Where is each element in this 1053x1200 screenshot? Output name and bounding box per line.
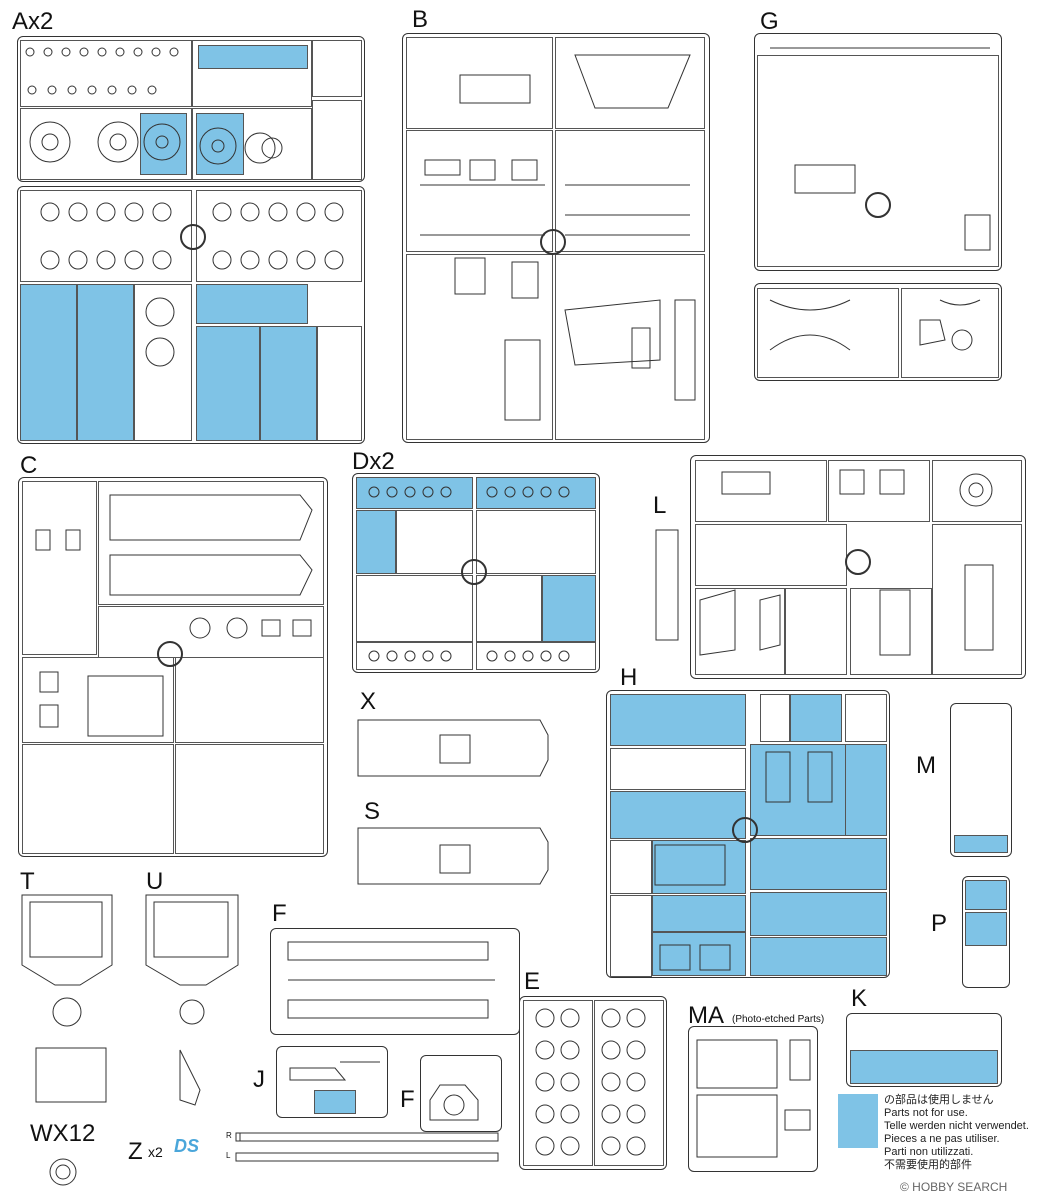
notice-line: Pieces a ne pas utiliser. [884,1133,1000,1145]
sprue-a-road-wheels [40,202,344,367]
label-m: M [916,752,936,779]
label-z: Z [128,1138,143,1165]
label-f-small: F [400,1086,415,1113]
sprue-b-parts [420,54,696,421]
sprue-h-parts [654,751,833,971]
chassis-x [357,719,549,885]
label-ma: MA [688,1002,724,1029]
label-u: U [146,868,164,895]
label-ax2: Ax2 [12,8,54,35]
label-z-mult: x2 [148,1144,163,1160]
label-dx2: Dx2 [352,448,395,475]
notice-line: Parti non utilizzati. [884,1146,974,1158]
label-e: E [524,968,541,995]
notice-line: 不需要使用的部件 [884,1159,972,1171]
label-f-top: F [272,900,287,927]
track-links [235,1132,499,1162]
label-s: S [364,798,381,825]
unused-swatch [838,1094,878,1148]
label-ma-note: (Photo-etched Parts) [732,1014,825,1025]
label-g: G [760,8,779,35]
part-wx12 [49,1158,77,1186]
sprue-e-parts [535,1008,646,1156]
notice-line: Telle werden nicht verwendet. [884,1120,1029,1132]
part-u [145,894,239,1106]
sprue-a-top-wheels [25,47,179,95]
sprue-d-parts [368,486,570,662]
notice-line: の部品は使用しません [884,1094,994,1106]
label-b: B [412,6,429,33]
watermark: © HOBBY SEARCH [900,1180,1008,1194]
sprue-j-parts [289,1061,380,1081]
ds-logo: DS [174,1136,200,1156]
label-c: C [20,452,38,479]
label-p: P [931,910,948,937]
label-track-r: R [226,1131,232,1140]
sprue-f-small-parts [429,1084,479,1121]
label-l: L [653,492,667,519]
label-track-l: L [226,1151,231,1160]
label-j: J [253,1066,265,1093]
notice-line: Parts not for use. [884,1107,968,1119]
sprue-l-parts [655,469,994,656]
sprue-c-parts [35,494,313,737]
label-t: T [20,868,35,895]
sprue-a-sprockets [29,121,283,165]
sprue-f-top-parts [287,941,495,1019]
label-h: H [620,664,638,691]
sprue-g-parts [769,47,991,351]
label-wx12: WX12 [30,1120,96,1147]
label-x: X [360,688,377,715]
sprue-ma-parts [696,1039,811,1158]
part-t [21,894,113,1103]
label-k: K [851,985,868,1012]
